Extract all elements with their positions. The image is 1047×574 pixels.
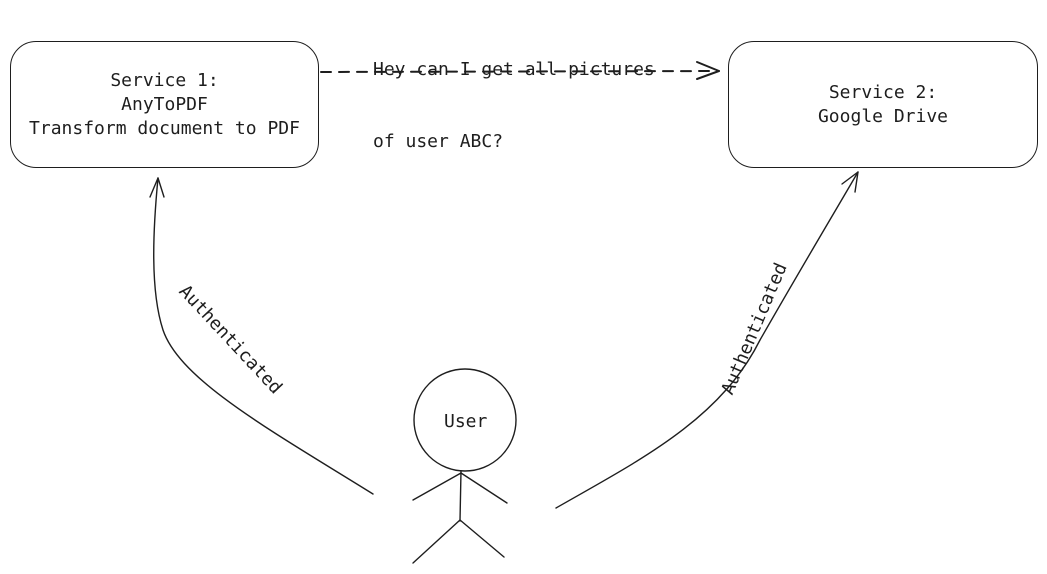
service2-name: Google Drive	[817, 105, 949, 127]
request-arrow	[320, 70, 720, 73]
request-label-line1: Hey can I get all pictures	[373, 59, 655, 80]
user-arms	[412, 472, 508, 504]
request-label-line2: of user ABC?	[373, 131, 504, 152]
auth-arrow-right	[555, 171, 859, 509]
service1-description: Transform document to PDF	[29, 117, 300, 139]
service2-box: Service 2: Google Drive	[728, 41, 1038, 168]
service1-title: Service 1:	[110, 69, 219, 91]
user-body	[459, 470, 462, 522]
auth-arrowhead-left	[149, 177, 165, 198]
auth-arrowhead-right	[841, 171, 859, 193]
request-arrowhead	[696, 61, 720, 80]
user-legs	[412, 519, 505, 564]
service1-box: Service 1: AnyToPDF Transform document t…	[10, 41, 319, 168]
user-head	[413, 368, 517, 472]
request-label: Hey can I get all pictures of user ABC?	[373, 10, 655, 202]
service1-name: AnyToPDF	[121, 93, 208, 115]
service2-title: Service 2:	[828, 81, 938, 103]
user-label: User	[444, 411, 488, 432]
auth-arrow-left	[153, 177, 374, 495]
